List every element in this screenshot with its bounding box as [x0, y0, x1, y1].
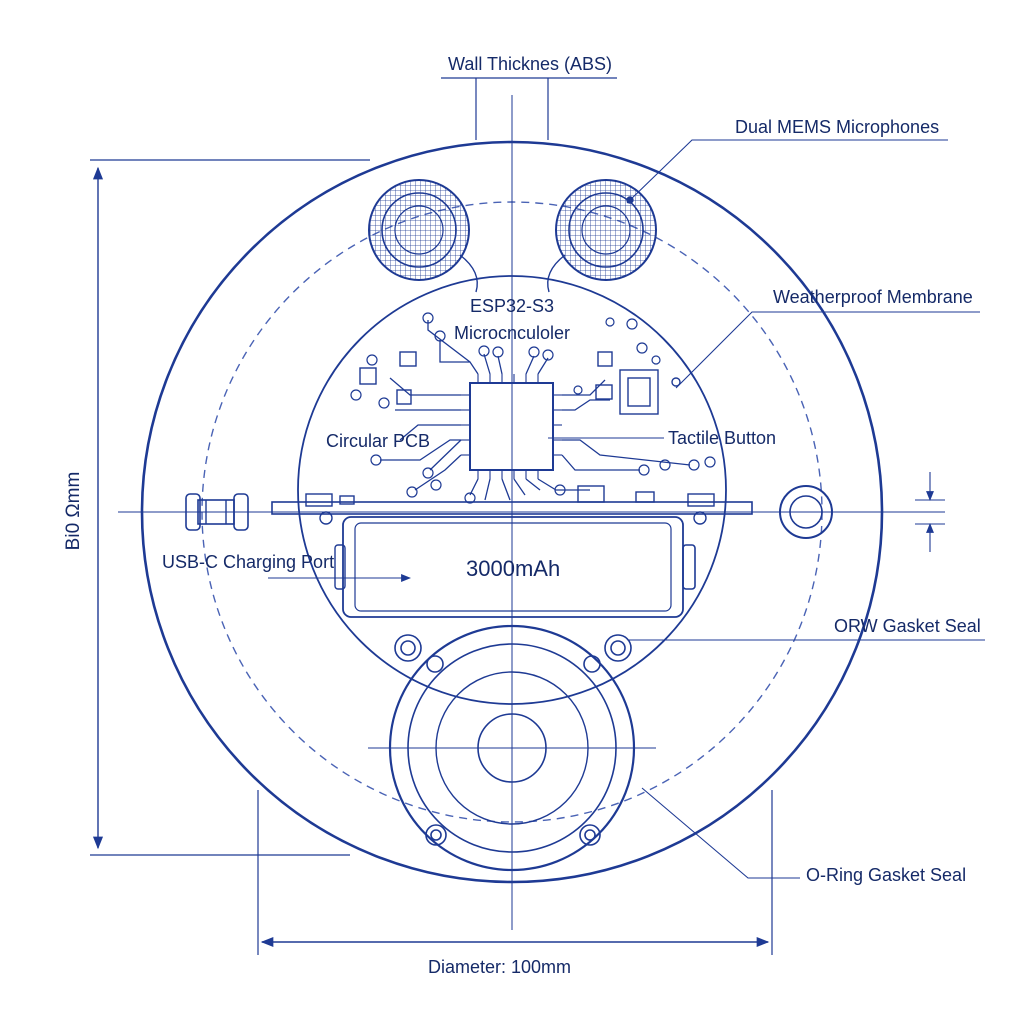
battery-capacity-label: 3000mAh: [466, 556, 561, 581]
side-button: [779, 485, 833, 539]
orw-gasket-label: ORW Gasket Seal: [834, 616, 981, 636]
height-label: Bi0 Ωmm: [63, 471, 84, 551]
circular-pcb-label: Circular PCB: [326, 431, 431, 451]
circular-pcb: [297, 275, 727, 705]
esp32-label-line1: ESP32-S3: [470, 296, 555, 316]
wall-thickness-label: Wall Thicknes (ABS): [448, 54, 613, 74]
microphone-right: [547, 179, 657, 293]
battery: [334, 516, 696, 618]
usb-c-port: [185, 493, 249, 531]
esp32-label-line2: Microcnculoler: [454, 323, 571, 343]
microphone-left: [368, 179, 478, 293]
weatherproof-label: Weatherproof Membrane: [773, 287, 973, 307]
diameter-label: Diameter: 100mm: [428, 957, 572, 977]
oring-gasket-label: O-Ring Gasket Seal: [806, 865, 967, 885]
dual-mems-label: Dual MEMS Microphones: [735, 117, 940, 137]
esp32-chip: [469, 382, 554, 471]
tactile-button-label: Tactile Button: [668, 428, 777, 448]
pcb-board-edge: [271, 501, 753, 515]
speaker: [368, 624, 656, 872]
usb-c-label: USB-C Charging Port: [162, 552, 335, 572]
